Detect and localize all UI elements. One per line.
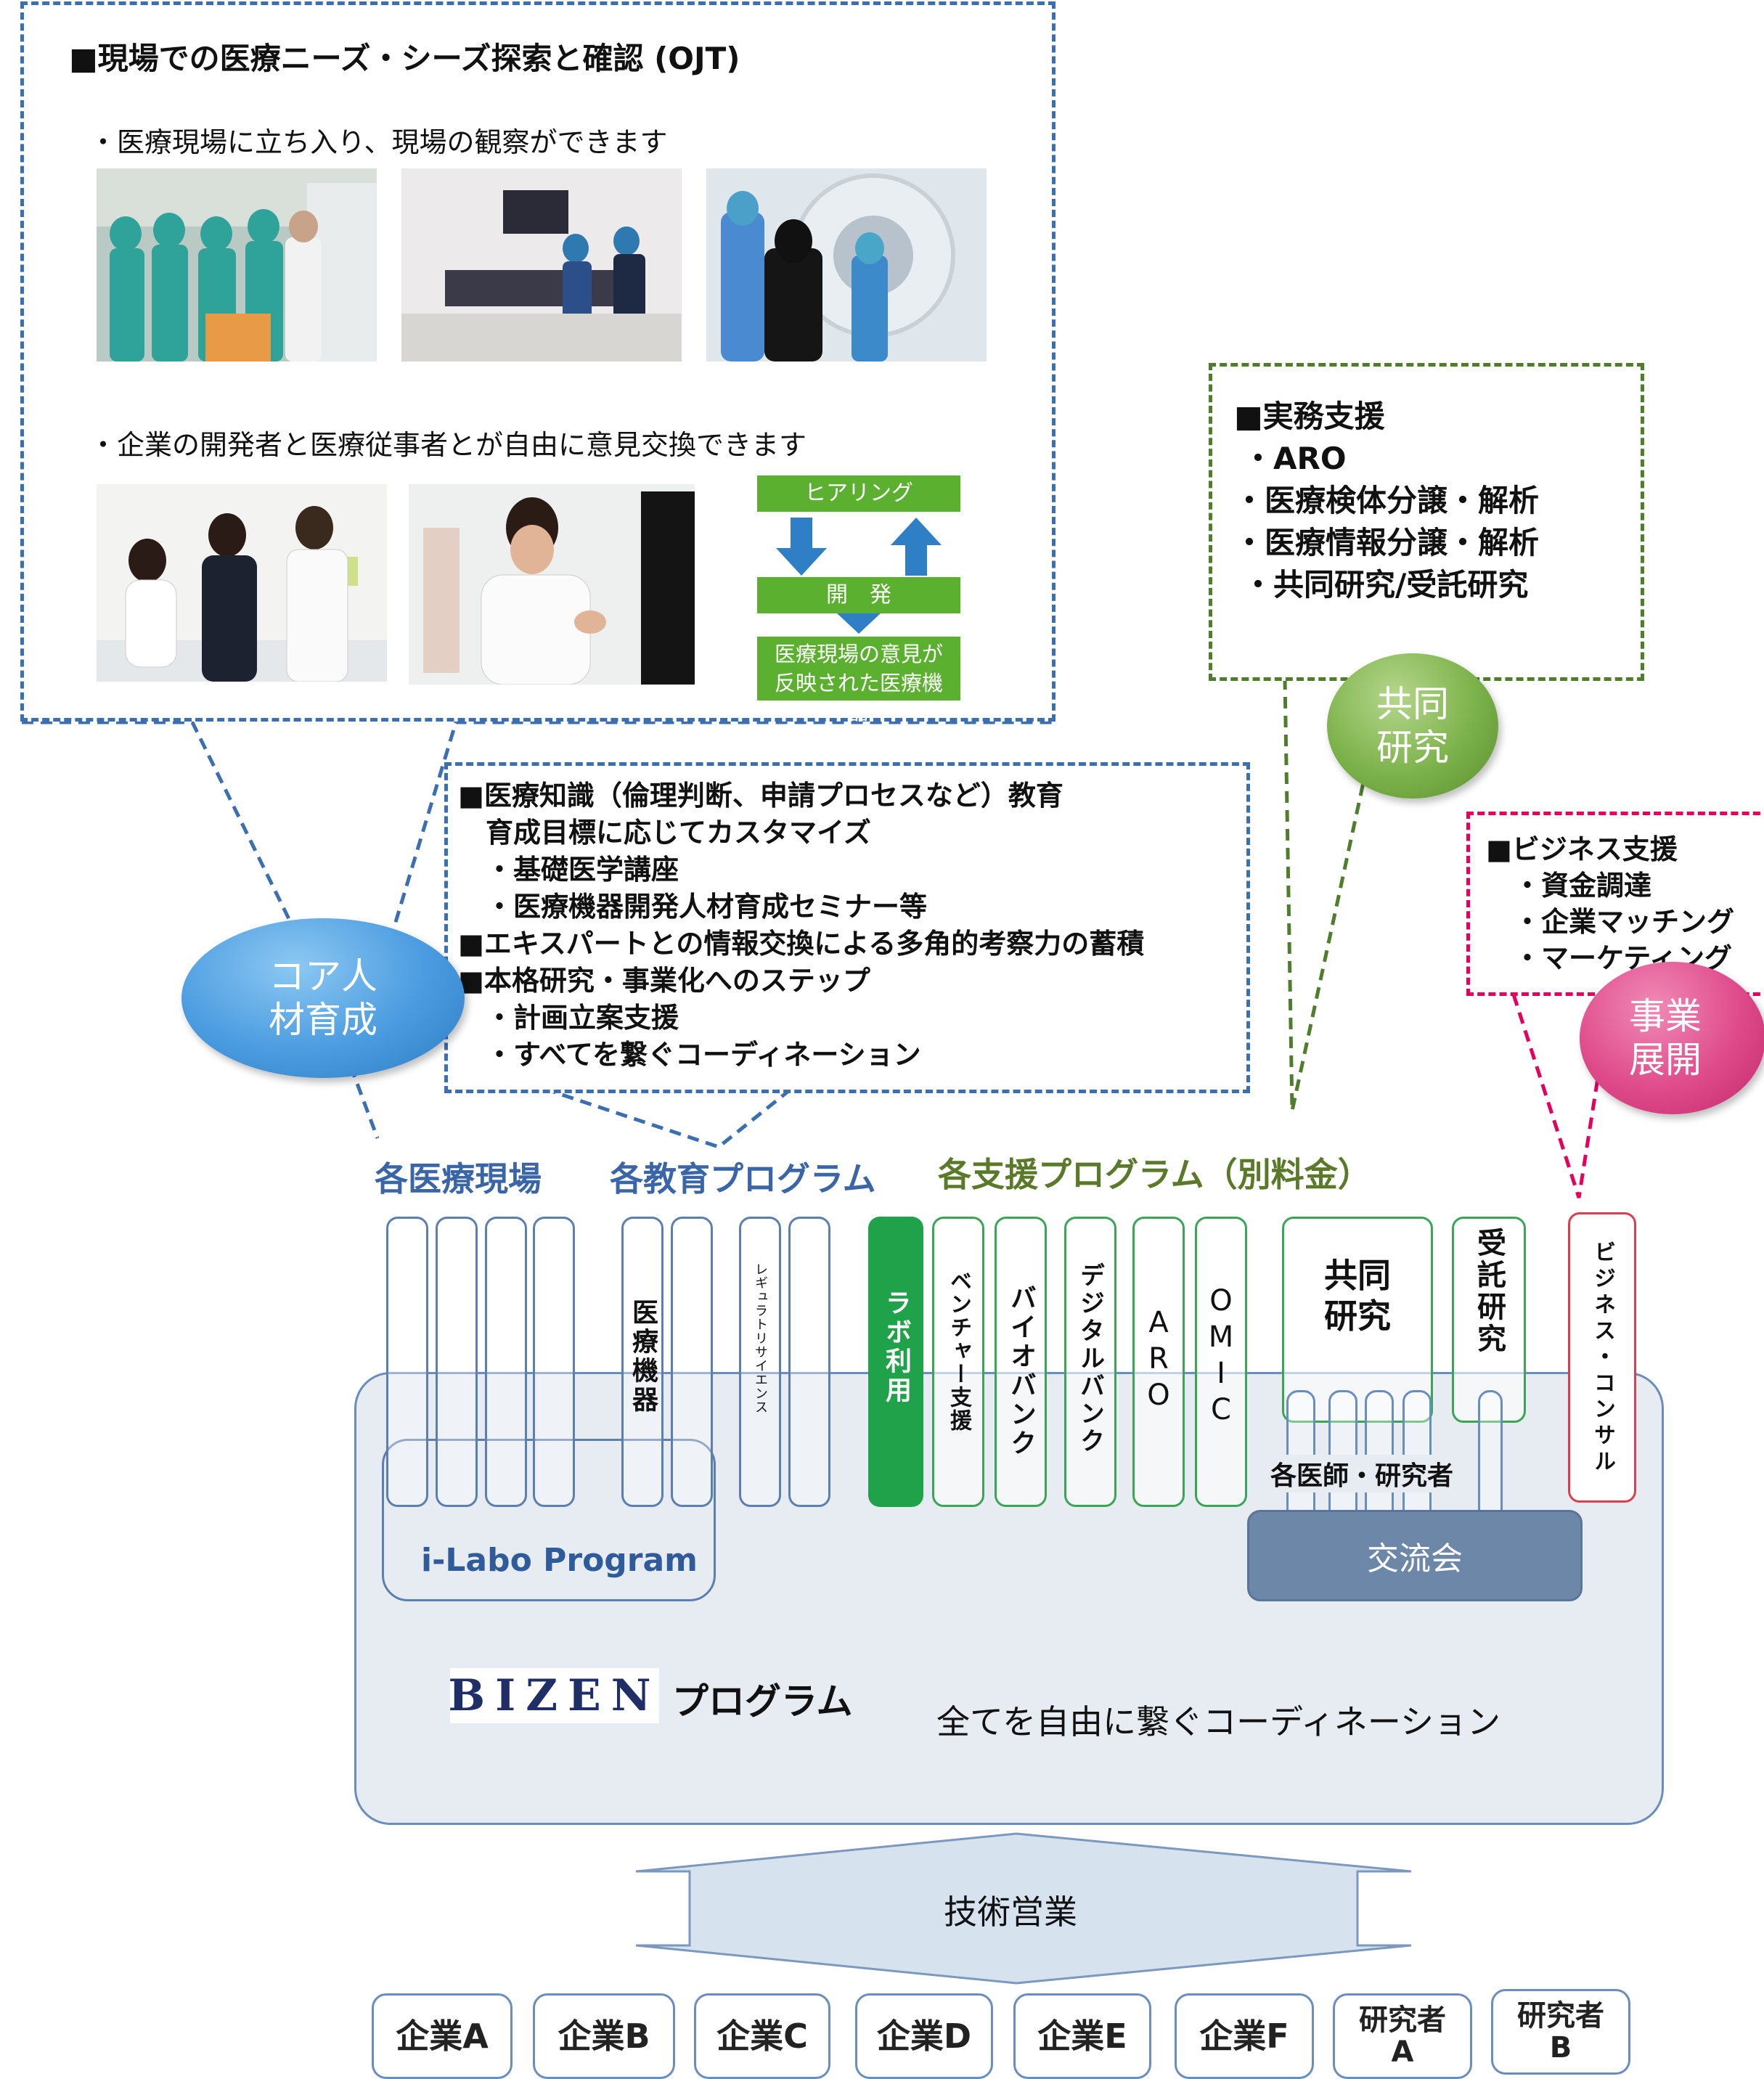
business-line: ・マーケティング: [1486, 942, 1732, 974]
business-line: ・資金調達: [1486, 870, 1652, 902]
coordination-label: 全てを自由に繋ぐコーディネーション: [936, 1702, 1500, 1741]
business-development-bubble: 事業展開: [1580, 962, 1764, 1114]
education-column-regulatory: レギュラトリサイエンス: [739, 1217, 781, 1507]
photo-doctor: [409, 484, 695, 685]
medical-devices-label: 医療機器: [628, 1299, 658, 1415]
arrow-small-down-icon: [837, 613, 881, 634]
bizen-logo: BIZEN: [448, 1668, 661, 1723]
aro-column[interactable]: ARO: [1132, 1217, 1185, 1507]
biobank-column[interactable]: バイオバンク: [995, 1217, 1047, 1507]
ojt-bullet-observe: ・医療現場に立ち入り、現場の観察ができます: [89, 126, 668, 158]
medical-site-column: [533, 1217, 575, 1507]
researcher-box[interactable]: 研究者B: [1491, 1989, 1630, 2075]
regulatory-science-label: レギュラトリサイエンス: [753, 1262, 768, 1414]
program-label: プログラム: [672, 1680, 853, 1723]
ilabo-program-label: i-Labo Program: [421, 1542, 698, 1579]
education-column: [671, 1217, 713, 1507]
education-line: 育成目標に応じてカスタマイズ: [458, 817, 871, 849]
education-line: ■本格研究・事業化へのステップ: [458, 965, 870, 997]
education-column-medical-devices: 医療機器: [621, 1217, 663, 1507]
education-line: ・医療機器開発人材育成セミナー等: [458, 891, 928, 923]
joint-research-column-label: 共同研究: [1324, 1256, 1391, 1336]
business-line: ・企業マッチング: [1486, 906, 1735, 938]
contract-research-label: 受託研究: [1472, 1228, 1506, 1355]
joint-research-bubble-label: 共同研究: [1376, 683, 1449, 769]
core-talent-bubble: コア人材育成: [181, 918, 465, 1078]
business-consul-column[interactable]: ビジネス・コンサル: [1568, 1212, 1636, 1503]
practical-line: ・医療情報分譲・解析: [1234, 525, 1540, 560]
practical-line: ・共同研究/受託研究: [1243, 567, 1529, 603]
exchange-meeting-label: 交流会: [1367, 1540, 1463, 1577]
researcher-box[interactable]: 研究者A: [1333, 1993, 1472, 2079]
arrow-up-icon: [891, 518, 942, 576]
ojt-box: ■現場での医療ニーズ・シーズ探索と確認 (OJT) ・医療現場に立ち入り、現場の…: [20, 1, 1055, 724]
joint-research-bubble: 共同研究: [1327, 653, 1498, 798]
education-line: ■エキスパートとの情報交換による多角的考察力の蓄積: [458, 928, 1145, 960]
education-line: ・基礎医学講座: [458, 854, 679, 886]
header-support-programs: 各支援プログラム（別料金）: [938, 1155, 1371, 1194]
digital-bank-label: デジタルバンク: [1075, 1262, 1105, 1455]
education-box: ■医療知識（倫理判断、申請プロセスなど）教育 育成目標に応じてカスタマイズ ・基…: [444, 762, 1250, 1093]
education-column: [788, 1217, 830, 1507]
company-box[interactable]: 企業E: [1013, 1993, 1151, 2079]
company-box[interactable]: 企業A: [372, 1993, 513, 2079]
contract-research-link: [1478, 1390, 1503, 1529]
omic-label: OMIC: [1204, 1284, 1238, 1429]
core-talent-label: コア人材育成: [269, 955, 377, 1041]
company-box[interactable]: 企業D: [855, 1993, 993, 2079]
joint-research-column[interactable]: 共同研究: [1282, 1217, 1433, 1423]
lab-use-column[interactable]: ラボ利用: [868, 1217, 923, 1507]
doctors-researchers-label: 各医師・研究者: [1270, 1455, 1454, 1492]
venture-support-column[interactable]: ベンチャー支援: [932, 1217, 984, 1507]
biobank-label: バイオバンク: [1006, 1284, 1036, 1458]
technical-sales-label: 技術営業: [944, 1892, 1077, 1932]
practical-line: ・医療検体分譲・解析: [1234, 483, 1540, 518]
omic-column[interactable]: OMIC: [1195, 1217, 1247, 1507]
photo-operating-room: [401, 168, 682, 362]
medical-site-column: [485, 1217, 527, 1507]
education-line: ■医療知識（倫理判断、申請プロセスなど）教育: [458, 780, 1063, 812]
double-arrow-icon: [635, 1832, 1412, 1985]
medical-site-column: [436, 1217, 478, 1507]
ilabo-program-box: [382, 1439, 716, 1601]
bizen-logo-text: BIZEN: [448, 1670, 661, 1721]
contract-research-column[interactable]: 受託研究: [1452, 1217, 1526, 1423]
hearing-label: ヒアリング: [757, 475, 960, 512]
photo-ct-scanner: [706, 168, 987, 362]
ojt-title: ■現場での医療ニーズ・シーズ探索と確認 (OJT): [69, 41, 740, 76]
practical-line: ■実務支援: [1234, 399, 1385, 434]
exchange-meeting-box[interactable]: 交流会: [1247, 1510, 1583, 1601]
photo-surgical-staff: [97, 168, 377, 362]
venture-support-label: ベンチャー支援: [946, 1270, 971, 1432]
header-education-programs: 各教育プログラム: [610, 1159, 876, 1198]
development-label: 開 発: [757, 577, 960, 613]
lab-use-label: ラボ利用: [881, 1289, 911, 1405]
business-consul-label: ビジネス・コンサル: [1590, 1241, 1615, 1476]
medical-site-column: [386, 1217, 428, 1507]
company-box[interactable]: 企業F: [1175, 1993, 1314, 2079]
company-box[interactable]: 企業B: [533, 1993, 675, 2079]
ojt-bullet-exchange: ・企業の開発者と医療従事者とが自由に意見交換できます: [89, 429, 807, 461]
aro-label: ARO: [1142, 1306, 1175, 1415]
education-line: ・すべてを繋ぐコーディネーション: [458, 1039, 921, 1071]
arrow-down-icon: [776, 518, 827, 576]
education-line: ・計画立案支援: [458, 1002, 679, 1034]
photo-meeting: [97, 484, 387, 682]
business-line: ■ビジネス支援: [1486, 833, 1678, 865]
practical-line: ・ARO: [1243, 441, 1347, 476]
digital-bank-column[interactable]: デジタルバンク: [1064, 1217, 1116, 1507]
header-medical-sites: 各医療現場: [375, 1159, 542, 1198]
practical-support-box: ■実務支援 ・ARO ・医療検体分譲・解析 ・医療情報分譲・解析 ・共同研究/受…: [1209, 363, 1644, 681]
company-box[interactable]: 企業C: [694, 1993, 830, 2079]
hearing-diagram: ヒアリング 開 発 医療現場の意見が反映された医療機器: [757, 475, 960, 724]
business-development-label: 事業展開: [1629, 995, 1702, 1081]
reflected-device-label: 医療現場の意見が反映された医療機器: [757, 637, 960, 724]
business-support-box: ■ビジネス支援 ・資金調達 ・企業マッチング ・マーケティング: [1466, 812, 1764, 996]
